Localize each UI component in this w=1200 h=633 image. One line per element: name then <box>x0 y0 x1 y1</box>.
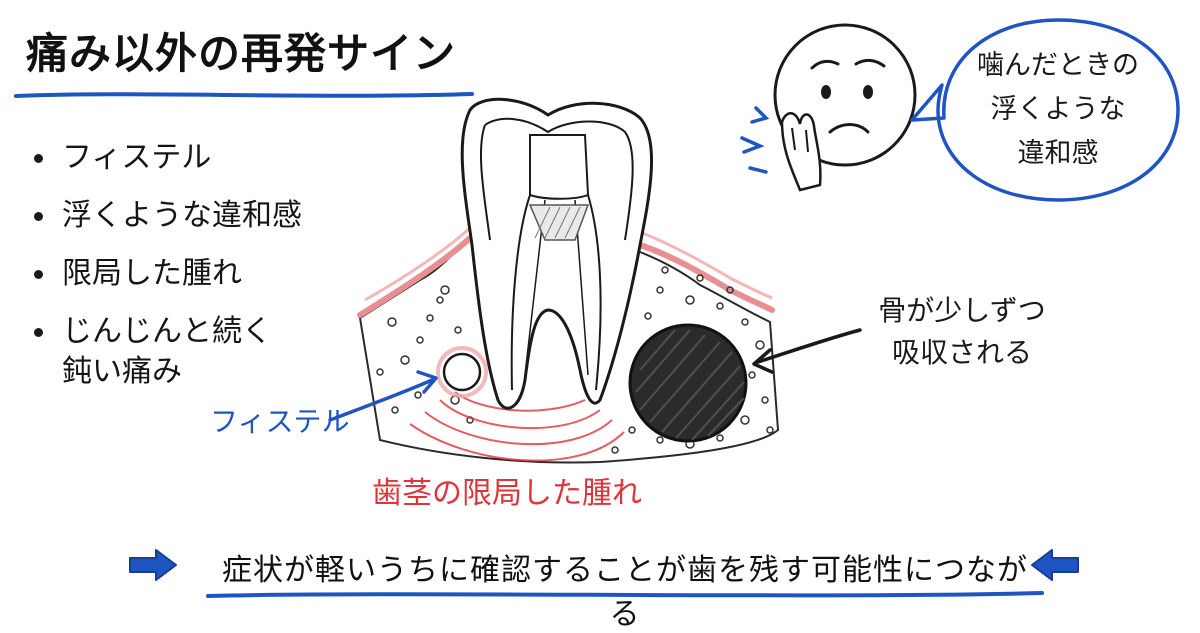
bone-arrow <box>756 328 862 364</box>
list-item: 浮くような違和感 <box>30 196 302 236</box>
speech-bubble-text: 噛んだときの 浮くような 違和感 <box>977 50 1139 169</box>
tooth-outline <box>460 97 654 410</box>
page-title: 痛み以外の再発サイン <box>26 29 457 78</box>
symptom-list: フィステル 浮くような違和感 限局した腫れ じんじんと続く 鈍い痛み <box>30 138 302 410</box>
footer-message: 症状が軽いうちに確認することが歯を残す可能性につながる <box>222 553 1028 632</box>
bone-resorption-label: 骨が少しずつ 吸収される <box>878 294 1046 369</box>
fistula-arrow <box>328 378 434 422</box>
footer-underline <box>206 591 1044 598</box>
ache-marks <box>740 106 770 174</box>
swelling-label: 歯茎の限局した腫れ <box>372 476 642 511</box>
gum-line-right <box>637 242 775 313</box>
arrow-right-icon <box>129 549 177 581</box>
fistula-bubble <box>442 352 482 392</box>
bone-pores <box>376 266 774 454</box>
list-item: フィステル <box>30 138 302 178</box>
worried-face-icon <box>773 23 917 192</box>
speech-bubble <box>910 18 1180 202</box>
fistula-label: フィステル <box>210 405 350 438</box>
gum-line <box>357 235 473 318</box>
title-underline <box>14 92 474 98</box>
list-item: じんじんと続く 鈍い痛み <box>30 312 302 392</box>
swelling-arcs <box>409 391 625 462</box>
pulp-chamber <box>529 134 590 200</box>
arrow-left-icon <box>1031 549 1079 581</box>
list-item: 限局した腫れ <box>30 254 302 294</box>
